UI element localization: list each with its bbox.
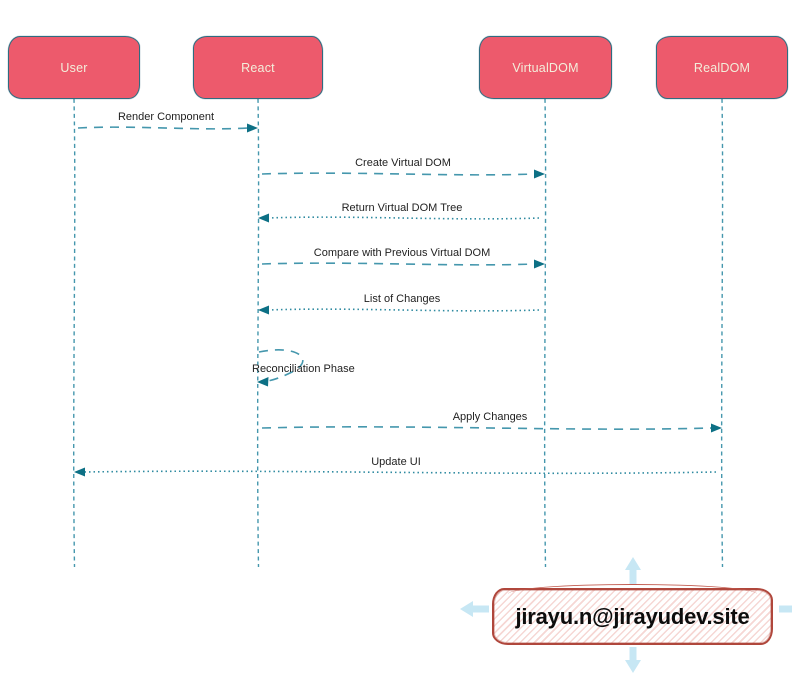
- actor-react-label: React: [241, 60, 275, 75]
- watermark-email-text: jirayu.n@jirayudev.site: [515, 603, 750, 629]
- arrow-apply-changes: [261, 426, 713, 430]
- arrow-render-component: [77, 126, 249, 130]
- arrow-create-virtual-dom: [261, 172, 536, 176]
- message-label-create-virtual-dom: Create Virtual DOM: [355, 157, 451, 169]
- arrowhead-compare-previous: [534, 259, 545, 269]
- arrow-update-ui: [83, 470, 717, 475]
- watermark-up-arrow-icon: [625, 557, 641, 584]
- message-label-apply-changes: Apply Changes: [452, 411, 528, 423]
- message-label-return-vdom-tree: Return Virtual DOM Tree: [341, 202, 463, 214]
- arrowhead-list-of-changes: [258, 305, 269, 315]
- arrowhead-apply-changes: [711, 423, 722, 433]
- actor-react: React: [193, 36, 323, 99]
- lifeline-user: [73, 98, 76, 568]
- arrow-list-of-changes: [267, 308, 540, 312]
- arrowhead-update-ui: [74, 467, 85, 477]
- message-label-compare-previous: Compare with Previous Virtual DOM: [313, 247, 491, 259]
- message-label-list-of-changes: List of Changes: [363, 293, 441, 305]
- arrowhead-render-component: [247, 123, 258, 133]
- watermark-left-arrow-icon: [460, 601, 489, 617]
- arrowhead-create-virtual-dom: [534, 169, 545, 179]
- message-label-render-component: Render Component: [117, 111, 215, 123]
- actor-realdom: RealDOM: [656, 36, 788, 99]
- message-label-update-ui: Update UI: [371, 456, 421, 468]
- lifeline-react: [256, 98, 260, 568]
- actor-realdom-label: RealDOM: [693, 60, 751, 75]
- actor-user: User: [8, 36, 140, 99]
- actor-virtualdom-label: VirtualDOM: [512, 60, 579, 75]
- arrow-return-vdom-tree: [267, 216, 540, 220]
- arrowhead-return-vdom-tree: [258, 213, 269, 223]
- watermark-right-arrow-icon: [779, 605, 792, 613]
- message-label-reconciliation-phase: Reconciliation Phase: [252, 363, 355, 375]
- lifeline-realdom: [720, 98, 724, 568]
- actor-user-label: User: [60, 60, 88, 75]
- lifeline-virtualdom: [543, 98, 547, 568]
- arrow-reconciliation-loop: [258, 349, 304, 382]
- arrow-compare-previous: [261, 262, 536, 266]
- actor-virtualdom: VirtualDOM: [479, 36, 612, 99]
- watermark-badge: jirayu.n@jirayudev.site: [492, 584, 773, 645]
- arrowhead-reconciliation-loop: [257, 377, 269, 387]
- watermark-down-arrow-icon: [625, 647, 641, 673]
